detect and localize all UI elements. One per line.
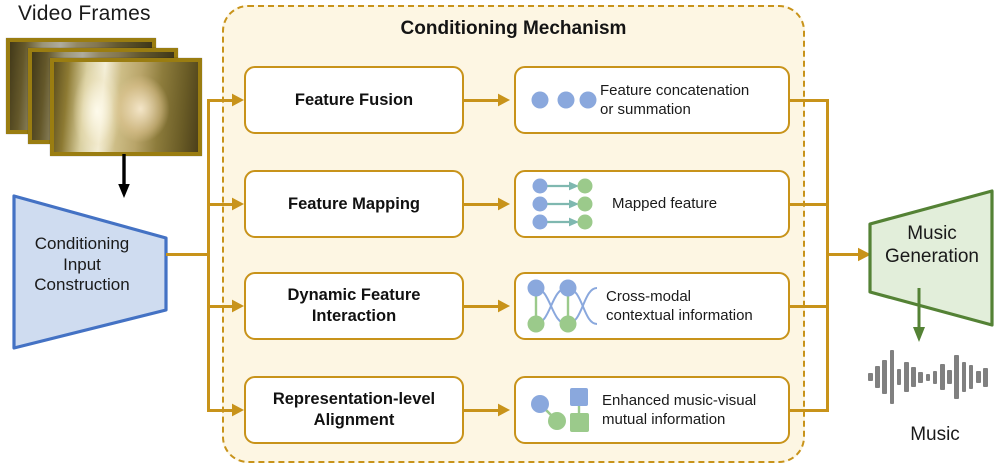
input-branch-1-arrowhead xyxy=(232,93,244,107)
output-bus-stem xyxy=(826,253,862,256)
waveform-bar xyxy=(983,367,988,387)
result-box-feature-fusion[interactable]: Feature concatenation or summation xyxy=(514,66,790,134)
conditioning-input-label: Conditioning Input Construction xyxy=(2,234,162,296)
blue-to-green-arrows-icon xyxy=(528,177,600,231)
conditioning-input-line-3: Construction xyxy=(34,275,130,295)
output-branch-1 xyxy=(790,99,829,102)
panel-title: Conditioning Mechanism xyxy=(400,18,627,39)
row-3-arrowhead xyxy=(498,299,510,313)
result-line-2: or summation xyxy=(600,101,691,118)
conditioning-input-construction-node[interactable]: Conditioning Input Construction xyxy=(10,192,170,352)
result-line-2: mutual information xyxy=(602,411,726,428)
waveform-bar xyxy=(918,371,923,383)
row-3-connector xyxy=(464,305,502,308)
music-label: Music xyxy=(910,424,960,445)
row-4-arrowhead xyxy=(498,403,510,417)
waveform-bar xyxy=(940,364,945,390)
waveform-bar xyxy=(889,350,895,404)
input-branch-2 xyxy=(207,203,237,206)
video-frames-label: Video Frames xyxy=(18,2,151,25)
mechanism-title: Feature Fusion xyxy=(294,90,414,109)
result-text: Mapped feature xyxy=(612,194,717,213)
input-bus-vertical xyxy=(207,99,210,411)
input-branch-1 xyxy=(207,99,237,102)
row-1-arrowhead xyxy=(498,93,510,107)
output-branch-4 xyxy=(790,409,829,412)
row-4-connector xyxy=(464,409,502,412)
result-line-2: contextual information xyxy=(606,307,753,324)
input-branch-3-arrowhead xyxy=(232,299,244,313)
mechanism-title: Representation-level Alignment xyxy=(273,389,435,430)
result-line-1: Mapped feature xyxy=(612,195,718,213)
waveform-bars xyxy=(866,348,990,406)
music-generation-line-1: Music xyxy=(907,223,957,244)
row-2-arrowhead xyxy=(498,197,510,211)
music-generation-label: Music Generation xyxy=(870,222,994,268)
mechanism-title-line-1: Dynamic Feature xyxy=(287,286,421,305)
waveform-bar xyxy=(875,366,880,388)
result-text: Enhanced music-visual mutual information xyxy=(602,391,756,429)
waveform-bar xyxy=(896,369,902,385)
waveform-bar xyxy=(882,360,887,394)
frames-to-input-arrow xyxy=(118,154,130,198)
output-bus-arrowhead xyxy=(858,247,871,262)
waveform-bar xyxy=(968,365,974,389)
result-box-representation-level-alignment[interactable]: Enhanced music-visual mutual information xyxy=(514,376,790,444)
row-1-connector xyxy=(464,99,502,102)
waveform-bar xyxy=(961,362,967,392)
result-box-feature-mapping[interactable]: Mapped feature xyxy=(514,170,790,238)
result-box-dynamic-feature-interaction[interactable]: Cross-modal contextual information xyxy=(514,272,790,340)
video-frame-front xyxy=(50,58,202,156)
mechanism-title: Feature Mapping xyxy=(287,194,420,213)
waveform-bar xyxy=(954,355,959,399)
music-generation-node[interactable]: Music Generation xyxy=(866,188,994,328)
waveform-bar xyxy=(925,373,931,381)
waveform-bar xyxy=(947,370,952,384)
waveform-bar xyxy=(904,362,909,392)
video-frame-image xyxy=(54,62,198,152)
mechanism-box-feature-fusion[interactable]: Feature Fusion xyxy=(244,66,464,134)
music-generation-line-2: Generation xyxy=(884,246,979,268)
mechanism-box-dynamic-feature-interaction[interactable]: Dynamic Feature Interaction xyxy=(244,272,464,340)
row-2-connector xyxy=(464,203,502,206)
mechanism-title: Dynamic Feature Interaction xyxy=(288,285,421,326)
conditioning-input-line-2: Input xyxy=(63,254,101,274)
result-line-1: Enhanced music-visual xyxy=(602,391,757,409)
result-line-1: Feature concatenation xyxy=(600,81,750,99)
waveform-bar xyxy=(868,373,873,381)
waveform-bar xyxy=(976,371,981,383)
input-branch-2-arrowhead xyxy=(232,197,244,211)
mechanism-title-line-2: Interaction xyxy=(311,307,397,325)
mechanism-title-line-2: Alignment xyxy=(313,411,395,429)
input-branch-3 xyxy=(207,305,237,308)
result-text: Cross-modal contextual information xyxy=(606,287,753,325)
conditioning-input-line-1: Conditioning xyxy=(34,234,130,253)
input-branch-4-arrowhead xyxy=(232,403,244,417)
mechanism-title-line-1: Representation-level xyxy=(272,390,436,409)
waveform-bar xyxy=(932,370,938,384)
output-branch-2 xyxy=(790,203,829,206)
waveform-bar xyxy=(911,367,916,387)
crossing-waves-nodes-icon xyxy=(524,278,600,334)
input-branch-4 xyxy=(207,409,237,412)
result-line-1: Cross-modal xyxy=(606,287,692,305)
generation-to-music-arrow xyxy=(913,288,925,342)
nodes-squares-alignment-icon xyxy=(524,382,598,438)
three-blue-dots-icon xyxy=(528,89,600,111)
output-branch-3 xyxy=(790,305,829,308)
result-text: Feature concatenation or summation xyxy=(600,81,749,119)
input-bus-stem xyxy=(166,253,210,256)
mechanism-box-representation-level-alignment[interactable]: Representation-level Alignment xyxy=(244,376,464,444)
mechanism-box-feature-mapping[interactable]: Feature Mapping xyxy=(244,170,464,238)
